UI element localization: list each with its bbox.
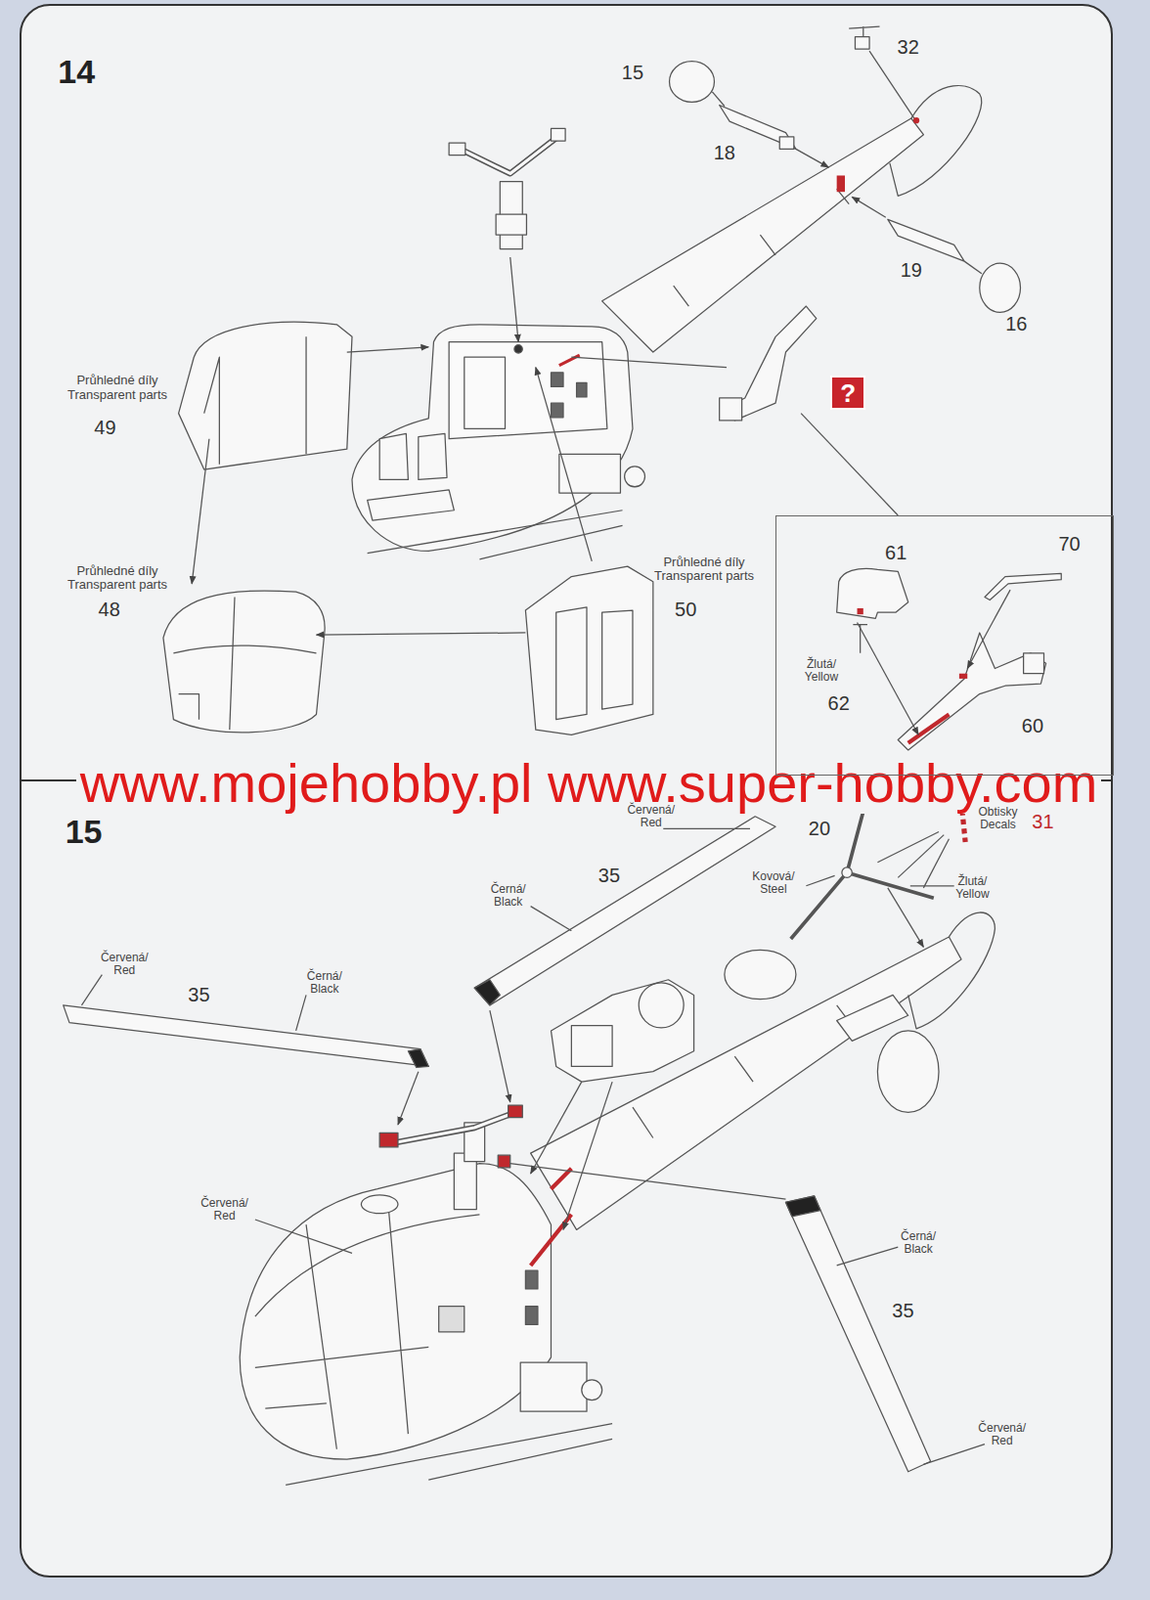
step-number: 15 — [65, 813, 103, 850]
callout-number: 49 — [93, 417, 116, 440]
callout-number: ? — [840, 379, 856, 407]
part-note: Černá/ Black — [295, 970, 354, 996]
callout-number: 70 — [1058, 533, 1080, 556]
callout-number: 19 — [900, 260, 923, 282]
callout-number: 35 — [187, 984, 210, 1007]
part-note: Průhledné díly Transparent parts — [53, 373, 181, 401]
part-note: Žlutá/ Yellow — [792, 658, 851, 684]
part-note: Kovová/ Steel — [744, 870, 803, 896]
part-note: Průhledné díly Transparent parts — [640, 555, 768, 583]
callout-number: 60 — [1021, 715, 1044, 738]
callout-number: 16 — [1005, 313, 1027, 336]
callout-number: 32 — [897, 37, 920, 59]
callout-number: 62 — [828, 693, 850, 715]
callout-number: 31 — [1031, 811, 1054, 834]
part-note: Černá/ Black — [888, 1230, 948, 1256]
part-note: Žlutá/ Yellow — [942, 875, 1002, 901]
step-number: 14 — [57, 53, 95, 90]
callout-number: 61 — [884, 542, 907, 565]
part-note: Červená/ Red — [973, 1421, 1032, 1448]
part-note: Červená/ Red — [621, 803, 681, 830]
callout-number: 50 — [674, 599, 697, 621]
part-note: Obtisky Decals — [969, 805, 1028, 832]
helicopter-step15 — [63, 796, 996, 1485]
part-note: Průhledné díly Transparent parts — [53, 564, 181, 592]
step-number: www.mojehobby.pl www.super-hobby.com — [76, 753, 1103, 813]
detail-inset: 61 70Žlutá/ Yellow 62 60 — [775, 515, 1114, 776]
callout-number: 15 — [621, 62, 644, 85]
callout-number: 48 — [98, 599, 121, 621]
question-symbol: ? — [830, 375, 865, 410]
part-note: Černá/ Black — [479, 883, 538, 909]
callout-number: 35 — [598, 865, 620, 887]
page-frame — [20, 4, 1112, 1577]
part-note: Červená/ Red — [195, 1196, 255, 1223]
callout-number: 18 — [713, 142, 736, 165]
callout-number: 20 — [808, 818, 831, 841]
helicopter-step14 — [163, 26, 1062, 751]
part-note: Červená/ Red — [94, 951, 154, 977]
callout-number: 35 — [891, 1300, 914, 1323]
